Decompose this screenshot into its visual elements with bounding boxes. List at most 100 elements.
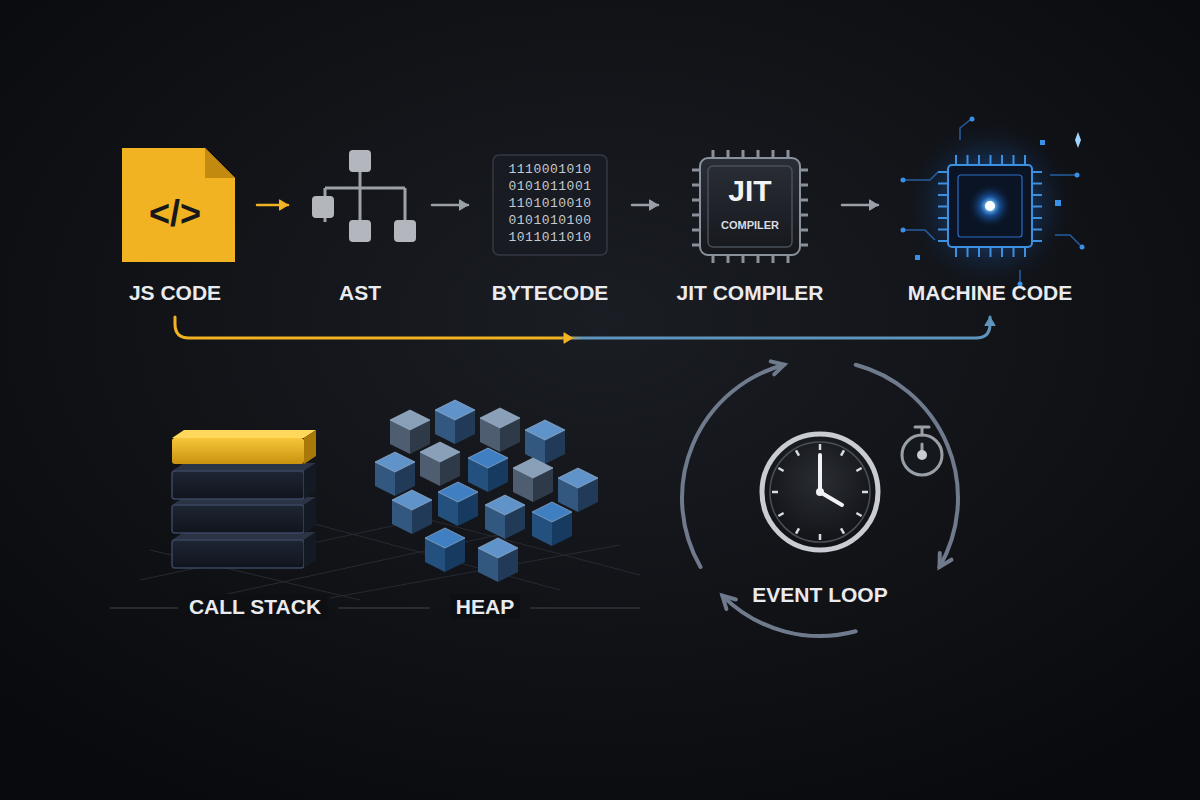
arrowhead [985, 317, 995, 326]
heap-cube [390, 410, 430, 454]
chip-pin [1001, 155, 1003, 165]
cube-face [480, 408, 520, 428]
chip-pin [800, 184, 808, 187]
stage-node: JITCOMPILERJIT COMPILER [666, 140, 834, 315]
stack-icon [172, 430, 316, 568]
chip-pin [978, 155, 980, 165]
chip-pin [1013, 247, 1015, 257]
cube-face [525, 420, 565, 440]
heap-cube [425, 528, 465, 572]
chip-pin [742, 150, 745, 158]
mid-arrowhead [564, 333, 573, 343]
clock-tick [819, 534, 822, 540]
runtime-part: EVENT LOOP [686, 370, 954, 630]
cube-face [485, 495, 525, 515]
cube-face [425, 528, 465, 548]
stage-node: MACHINE CODE [886, 140, 1094, 315]
cube-face [435, 400, 475, 420]
cube-face [513, 458, 553, 478]
flow-arrow [175, 317, 990, 338]
arrowhead [460, 200, 469, 210]
cube-face [390, 410, 430, 430]
loop-arrowhead [771, 361, 785, 374]
chip-pin [1032, 183, 1042, 185]
chip-pin [692, 199, 700, 202]
loop-arrowhead [940, 553, 952, 567]
chip-pin [800, 199, 808, 202]
clock-tick [856, 513, 861, 516]
clock-tick [778, 468, 783, 471]
chip-pin [757, 150, 760, 158]
stage-node: AST [296, 140, 424, 315]
clock-tick [778, 513, 783, 516]
chip-pin [967, 155, 969, 165]
cube-face [558, 468, 598, 488]
cube-face [392, 490, 432, 510]
tree-icon [325, 170, 405, 222]
chip-pin [772, 255, 775, 263]
heap-cube [478, 538, 518, 582]
arrowhead [870, 200, 879, 210]
bytecode-panel [493, 155, 607, 255]
clock-tick [796, 450, 799, 455]
runtime-part: CALL STACK [165, 410, 345, 630]
chip-pin [1032, 217, 1042, 219]
heap-cube [438, 482, 478, 526]
stage-label: CALL STACK [183, 594, 327, 619]
heap-cube [435, 400, 475, 444]
heap-cube [525, 420, 565, 464]
chip-pin [955, 247, 957, 257]
chip-pin [990, 247, 992, 257]
arrowhead [280, 200, 289, 210]
chip-pin [692, 184, 700, 187]
chip-pin [938, 194, 948, 196]
clock-tick [841, 450, 844, 455]
chip-pin [938, 229, 948, 231]
cube-face [375, 452, 415, 472]
arrowhead [650, 200, 659, 210]
clock-tick [819, 444, 822, 450]
chip-pin [938, 240, 948, 242]
chip-pin [1032, 171, 1042, 173]
chip-pin [938, 171, 948, 173]
chip-pin [712, 255, 715, 263]
stage-label: JIT COMPILER [666, 280, 834, 305]
heap-cube [513, 458, 553, 502]
chip-pin [692, 229, 700, 232]
heap-cube [375, 452, 415, 496]
heap-cube [485, 495, 525, 539]
chip-pin [692, 214, 700, 217]
stage-label: MACHINE CODE [886, 280, 1094, 305]
tree-nodes [312, 150, 416, 242]
stage-label: AST [296, 280, 424, 305]
chip-pin [1032, 240, 1042, 242]
clock-tick [796, 528, 799, 533]
cube-face [532, 502, 572, 522]
chip-pin [938, 183, 948, 185]
chip-pin [712, 150, 715, 158]
chip-pin [800, 244, 808, 247]
loop-arrowhead [722, 596, 736, 609]
chip-pin [1032, 229, 1042, 231]
stage-label: HEAP [450, 594, 520, 619]
stage-node: </>JS CODE [101, 140, 249, 315]
chip-pin [938, 217, 948, 219]
heap-cube [392, 490, 432, 534]
cube-face [420, 442, 460, 462]
heap-cube [420, 442, 460, 486]
stage-label: JS CODE [101, 280, 249, 305]
clock-tick [841, 528, 844, 533]
icon-text: JIT [666, 173, 834, 209]
clock-tick [862, 491, 868, 494]
runtime-part: HEAP [370, 395, 600, 630]
chip-pin [938, 206, 948, 208]
chip-pin [1032, 194, 1042, 196]
chip-pin [990, 155, 992, 165]
chip-pin [978, 247, 980, 257]
heap-cube [480, 408, 520, 452]
chip-pin [1032, 206, 1042, 208]
chip-pin [1024, 247, 1026, 257]
